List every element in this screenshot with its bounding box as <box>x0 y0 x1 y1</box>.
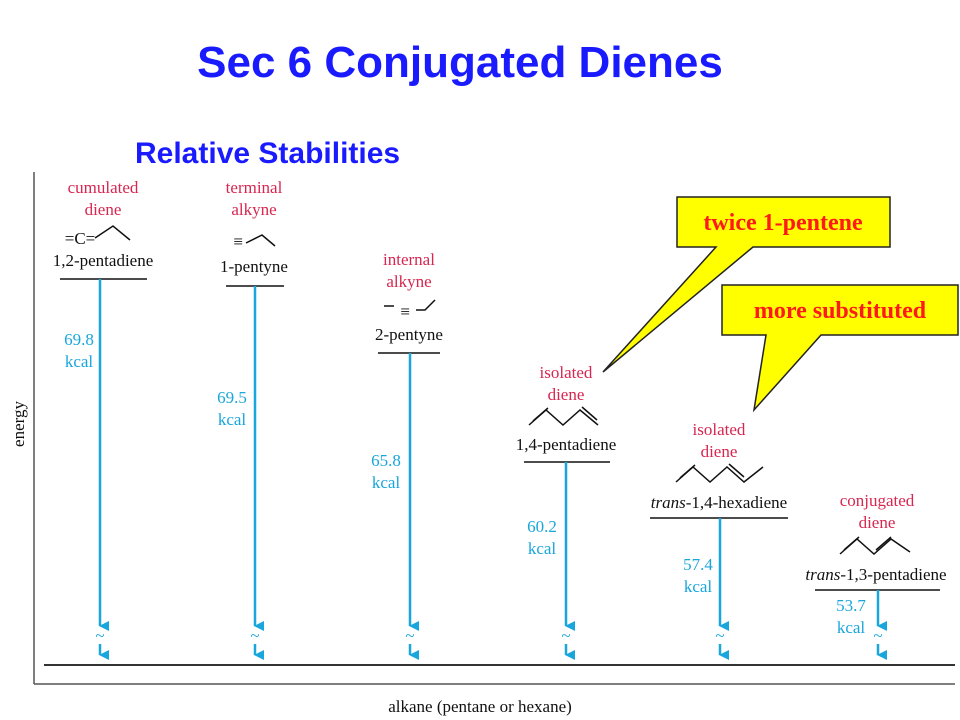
structure-icon <box>843 536 860 551</box>
compound-1-pentyne: terminal alkyne ≡ 1-pentyne ~ 69.5 kcal <box>217 178 288 660</box>
compound-trans-1,4-hexadiene: isolated diene trans-1,4-hexadiene ~ 57.… <box>650 420 788 660</box>
value-label: 53.7 <box>836 596 866 615</box>
value-unit: kcal <box>837 618 866 637</box>
value-label: 57.4 <box>683 555 713 574</box>
break-mark: ~ <box>873 626 882 645</box>
value-label: 69.5 <box>217 388 247 407</box>
y-axis-label: energy <box>9 401 28 447</box>
structure-icon <box>581 406 598 421</box>
class-label: diene <box>859 513 896 532</box>
structure-icon <box>875 536 892 551</box>
class-label: isolated <box>540 363 593 382</box>
compound-name: 2-pentyne <box>375 325 443 344</box>
compound-name: 1,4-pentadiene <box>516 435 617 454</box>
x-axis-label: alkane (pentane or hexane) <box>388 697 572 716</box>
page-subtitle: Relative Stabilities <box>135 137 401 170</box>
compound-name: 1-pentyne <box>220 257 288 276</box>
class-label: diene <box>701 442 738 461</box>
break-mark: ~ <box>250 626 259 645</box>
class-label: alkyne <box>386 272 431 291</box>
class-label: internal <box>383 250 435 269</box>
value-label: 65.8 <box>371 451 401 470</box>
value-label: 69.8 <box>64 330 94 349</box>
compound-1,4-pentadiene: isolated diene 1,4-pentadiene ~ 60.2 kca… <box>516 363 617 660</box>
structure-icon <box>94 225 131 241</box>
structure-prefix: =C= <box>65 229 96 248</box>
structure-prefix: ≡ <box>400 302 410 321</box>
structure-icon <box>245 234 276 247</box>
structure-icon <box>532 407 549 422</box>
value-label: 60.2 <box>527 517 557 536</box>
break-mark: ~ <box>405 626 414 645</box>
page-title: Sec 6 Conjugated Dienes <box>197 38 723 87</box>
compound-name: trans-1,4-hexadiene <box>651 493 787 512</box>
structure-icon <box>728 463 745 478</box>
class-label: diene <box>548 385 585 404</box>
class-label: cumulated <box>68 178 139 197</box>
structure-icon <box>679 464 696 479</box>
structure-prefix: ≡ <box>233 232 243 251</box>
structure-icon <box>416 299 436 311</box>
value-unit: kcal <box>528 539 557 558</box>
value-unit: kcal <box>218 410 247 429</box>
structure-icon <box>839 537 911 556</box>
value-unit: kcal <box>684 577 713 596</box>
break-mark: ~ <box>95 626 104 645</box>
break-mark: ~ <box>715 626 724 645</box>
callout-shape <box>602 196 891 373</box>
class-label: diene <box>85 200 122 219</box>
value-unit: kcal <box>372 473 401 492</box>
callout-text: more substituted <box>754 298 927 324</box>
break-mark: ~ <box>561 626 570 645</box>
callout-shape <box>721 284 959 413</box>
compound-2-pentyne: internal alkyne ≡ 2-pentyne ~ 65.8 kcal <box>371 250 443 660</box>
class-label: terminal <box>226 178 283 197</box>
class-label: isolated <box>693 420 746 439</box>
callout-twice-1-pentene: twice 1-pentene <box>602 196 891 373</box>
value-unit: kcal <box>65 352 94 371</box>
compound-name: 1,2-pentadiene <box>53 251 154 270</box>
compound-1,2-pentadiene: cumulated diene =C= 1,2-pentadiene ~ 69.… <box>53 178 154 660</box>
callout-more-substituted: more substituted <box>721 284 959 413</box>
class-label: alkyne <box>231 200 276 219</box>
class-label: conjugated <box>840 491 915 510</box>
compound-trans-1,3-pentadiene: conjugated diene trans-1,3-pentadiene ~ … <box>805 491 947 660</box>
callout-text: twice 1-pentene <box>703 210 863 236</box>
compound-name: trans-1,3-pentadiene <box>805 565 946 584</box>
